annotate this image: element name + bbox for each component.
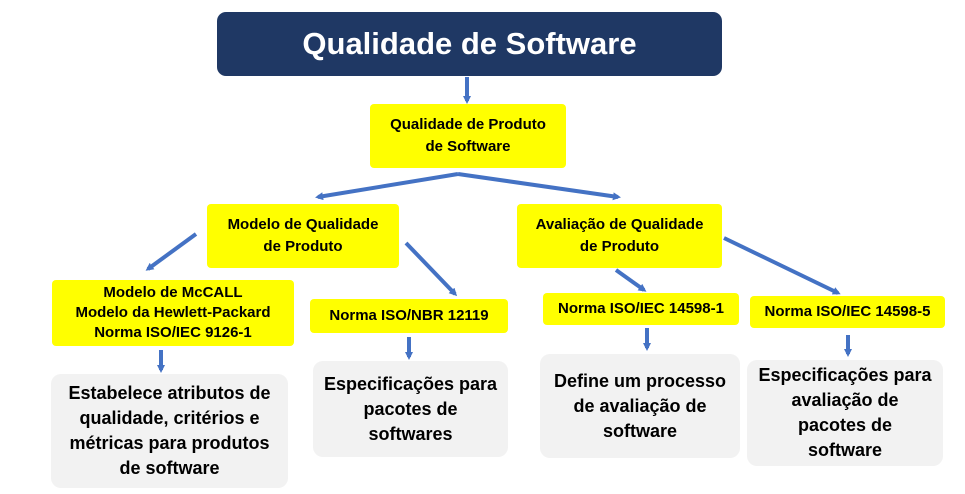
node-mccall: Modelo de McCALL Modelo da Hewlett-Packa… (52, 280, 294, 346)
arrow-avaliacao-to-14598-5 (723, 236, 841, 295)
arrow-produto-to-avaliacao (457, 172, 621, 201)
node-iso-nbr-12119: Norma ISO/NBR 12119 (310, 299, 508, 333)
desc-iso-iec-14598-5: Especificações para avaliação de pacotes… (747, 360, 943, 466)
arrow-produto-to-modelo (315, 172, 459, 201)
node-qualidade-produto: Qualidade de Produto de Software (370, 104, 566, 168)
node-iso-iec-14598-1: Norma ISO/IEC 14598-1 (543, 293, 739, 325)
arrow-modelo-to-nbr (404, 241, 458, 297)
node-modelo-qualidade: Modelo de Qualidade de Produto (207, 204, 399, 268)
desc-iso-iec-14598-1: Define um processo de avaliação de softw… (540, 354, 740, 458)
diagram-title: Qualidade de Software (217, 12, 722, 76)
arrow-modelo-to-mccall (145, 232, 198, 271)
desc-mccall: Estabelece atributos de qualidade, crité… (51, 374, 288, 488)
arrow-avaliacao-to-14598-1 (614, 268, 647, 292)
node-avaliacao-qualidade: Avaliação de Qualidade de Produto (517, 204, 722, 268)
node-iso-iec-14598-5: Norma ISO/IEC 14598-5 (750, 296, 945, 328)
desc-iso-nbr-12119: Especificações para pacotes de softwares (313, 361, 508, 457)
